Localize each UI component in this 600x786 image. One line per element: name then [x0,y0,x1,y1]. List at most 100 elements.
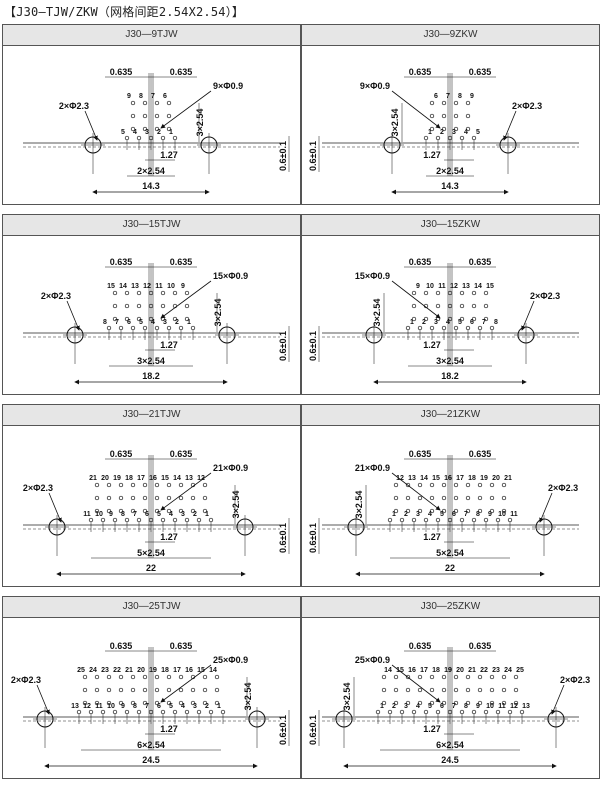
pin-hole [76,709,82,715]
pitch-label-right: 0.635 [469,449,492,459]
panel-title: J30—21TJW [3,405,300,426]
pin-number: 3 [163,319,167,326]
pin-hole [154,100,160,106]
pin-hole [441,126,447,132]
pin-hole [196,517,202,523]
pin-number: 11 [155,283,163,290]
pin-hole [172,709,178,715]
pin-hole [82,674,88,680]
pin-hole [441,508,447,514]
pin-hole [429,100,435,106]
pin-hole [190,508,196,514]
pin-hole [477,495,483,501]
pin-hole [178,495,184,501]
width-label: 14.3 [441,181,459,191]
pin-hole [172,316,178,322]
pin-number: 4 [416,703,420,710]
pin-hole [423,290,429,296]
half-pitch-label: 1.27 [160,340,178,350]
pin-number: 3 [193,703,197,710]
pin-number: 2 [205,703,209,710]
pin-number: 3 [452,129,456,136]
pin-number: 18 [468,475,476,482]
pin-hole [393,687,399,693]
pin-count-label: 25×Φ0.9 [213,655,248,665]
pin-hole [405,325,411,331]
pin-hole [465,126,471,132]
pin-hole [172,517,178,523]
pin-hole [429,674,435,680]
pin-hole [477,508,483,514]
pin-number: 1 [187,319,191,326]
height-label: 3×2.54 [354,491,364,519]
pin-number: 2 [422,319,426,326]
mount-hole-label: 2×Φ2.3 [512,101,542,111]
pin-number: 4 [428,511,432,518]
pin-number: 5 [476,129,480,136]
pin-hole [417,687,423,693]
pin-hole [423,316,429,322]
pitch-label-left: 0.635 [110,449,133,459]
pin-number: 3 [181,511,185,518]
pin-hole [465,482,471,488]
pin-hole [489,687,495,693]
pin-number: 20 [137,667,145,674]
pin-hole [405,482,411,488]
pin-number: 17 [173,667,181,674]
span-label: 6×2.54 [137,740,165,750]
pitch-label-left: 0.635 [110,257,133,267]
pin-hole [465,100,471,106]
pin-hole [172,290,178,296]
pin-hole [417,495,423,501]
pin-hole [429,687,435,693]
pin-hole [166,674,172,680]
span-label: 6×2.54 [436,740,464,750]
pin-hole [417,508,423,514]
pin-number: 12 [510,703,518,710]
pin-hole [142,495,148,501]
pin-hole [130,687,136,693]
connector-panel: J30—9ZKW5432198760.6350.6351.272×2.5414.… [301,24,600,205]
pin-hole [142,674,148,680]
span-label: 5×2.54 [137,548,165,558]
pin-hole [393,482,399,488]
pin-number: 24 [89,667,97,674]
pin-hole [136,290,142,296]
pin-hole [160,517,166,523]
pin-number: 19 [480,475,488,482]
pin-number: 2 [392,703,396,710]
pitch-label-left: 0.635 [409,67,432,77]
pin-hole [190,700,196,706]
half-pitch-label: 1.27 [423,340,441,350]
pin-hole [124,709,130,715]
pin-hole [399,517,405,523]
pin-number: 2 [404,511,408,518]
panel-title: J30—15ZKW [302,215,599,236]
pin-hole [214,700,220,706]
panel-title: J30—9TJW [3,25,300,46]
pin-number: 6 [163,93,167,100]
pin-hole [136,303,142,309]
connector-panel: J30—9TJW5432198760.6350.6351.272×2.5414.… [2,24,301,205]
pin-count-label: 25×Φ0.9 [355,655,390,665]
pin-hole [459,135,465,141]
pin-number: 23 [492,667,500,674]
pin-hole [166,495,172,501]
pin-number: 9 [127,93,131,100]
pin-number: 23 [101,667,109,674]
pin-hole [130,126,136,132]
half-pitch-label: 1.27 [160,150,178,160]
offset-label: 0.6±0.1 [278,331,288,361]
pin-hole [202,687,208,693]
pin-hole [405,495,411,501]
pin-hole [190,687,196,693]
pin-hole [166,687,172,693]
pin-hole [453,674,459,680]
pin-hole [154,126,160,132]
pin-hole [190,495,196,501]
pin-number: 17 [456,475,464,482]
pin-hole [142,687,148,693]
